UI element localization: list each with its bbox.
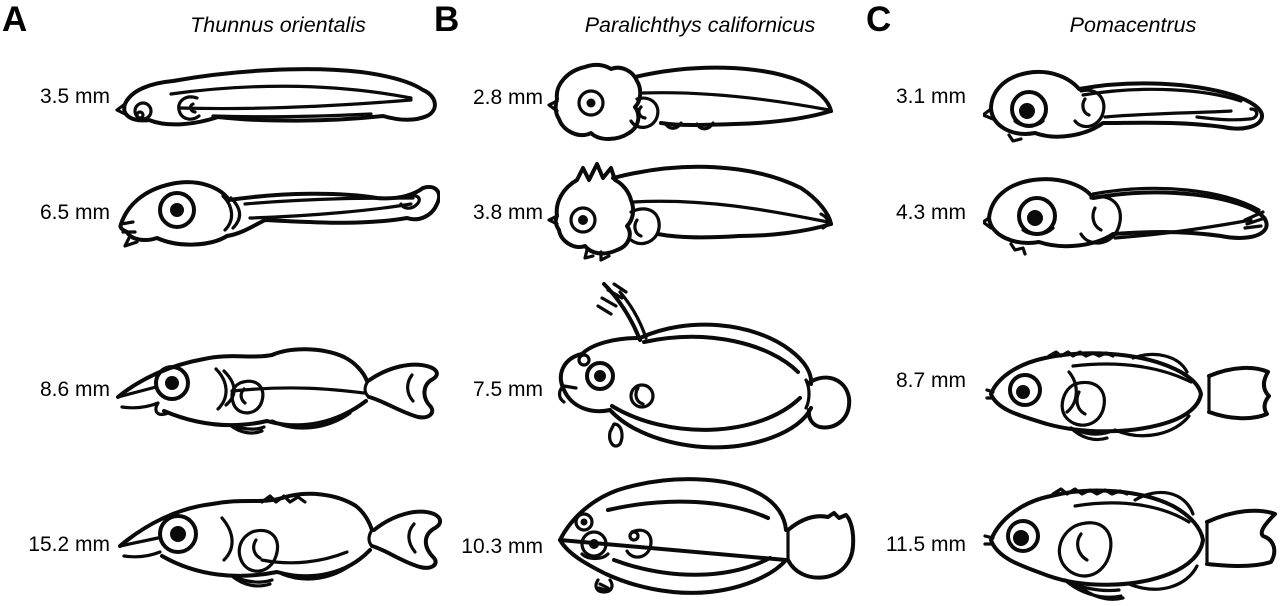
fish-drawing-thunnus-stage4 xyxy=(112,482,445,604)
panel-b-species-name: Paralichthys californicus xyxy=(584,13,816,37)
fish-drawing-paralichthys-stage3 xyxy=(548,280,853,460)
fish-drawing-paralichthys-stage2 xyxy=(543,158,836,268)
fish-drawing-pomacentrus-stage4 xyxy=(983,470,1280,604)
size-label-c3: 8.7 mm xyxy=(895,369,966,392)
size-label-a3: 8.6 mm xyxy=(39,378,110,401)
panel-a-species-name: Thunnus orientalis xyxy=(190,13,366,37)
size-label-b1: 2.8 mm xyxy=(472,86,543,109)
panel-b-letter: B xyxy=(434,0,460,39)
fish-drawing-thunnus-stage2 xyxy=(115,160,440,265)
fish-drawing-thunnus-stage3 xyxy=(112,335,442,457)
panel-c-letter: C xyxy=(866,0,892,39)
fish-drawing-pomacentrus-stage2 xyxy=(983,158,1279,270)
size-label-a2: 6.5 mm xyxy=(39,201,110,224)
size-label-b4: 10.3 mm xyxy=(461,535,543,558)
size-label-b2: 3.8 mm xyxy=(472,201,543,224)
fish-drawing-thunnus-stage1 xyxy=(113,58,443,143)
fish-drawing-paralichthys-stage4 xyxy=(548,462,856,604)
fish-drawing-pomacentrus-stage3 xyxy=(983,332,1273,450)
panel-c-species-name: Pomacentrus xyxy=(1069,13,1197,37)
panel-a-letter: A xyxy=(2,0,28,39)
fish-drawing-pomacentrus-stage1 xyxy=(983,53,1278,153)
fish-drawing-paralichthys-stage1 xyxy=(545,57,837,154)
size-label-a4: 15.2 mm xyxy=(28,533,110,556)
size-label-c2: 4.3 mm xyxy=(895,201,966,224)
size-label-b3: 7.5 mm xyxy=(472,378,543,401)
size-label-a1: 3.5 mm xyxy=(39,85,110,108)
size-label-c4: 11.5 mm xyxy=(885,533,966,556)
size-label-c1: 3.1 mm xyxy=(895,85,966,108)
